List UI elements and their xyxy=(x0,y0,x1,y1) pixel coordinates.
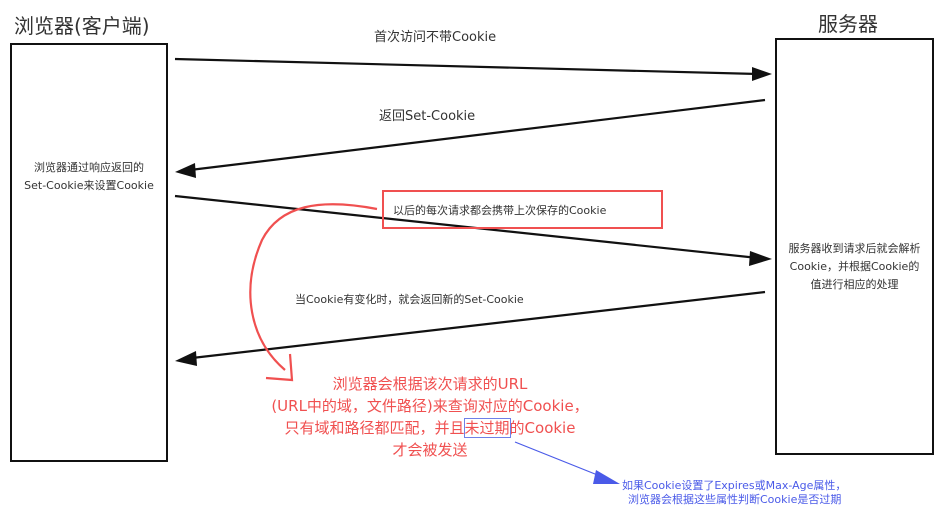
arrowhead-icon xyxy=(175,163,196,178)
server-box-text-line2: Cookie，并根据Cookie的 xyxy=(789,260,920,273)
arrow-label-set-cookie: 返回Set-Cookie xyxy=(379,109,476,124)
server-lifeline-box: 服务器收到请求后就会解析 Cookie，并根据Cookie的 值进行相应的处理 xyxy=(775,38,934,455)
red-annotation-line3-pre: 只有域和路径都匹配，并且 xyxy=(284,419,465,437)
red-annotation-line4: 才会被发送 xyxy=(392,441,468,459)
red-annotation: 浏览器会根据该次请求的URL (URL中的域，文件路径)来查询对应的Cookie… xyxy=(230,373,630,461)
server-title: 服务器 xyxy=(818,12,878,36)
client-box-text-line1: 浏览器通过响应返回的 xyxy=(34,161,144,174)
arrow-label-new-set-cookie: 当Cookie有变化时，就会返回新的Set-Cookie xyxy=(295,293,524,306)
red-annotation-line2: (URL中的域，文件路径)来查询对应的Cookie， xyxy=(271,397,589,415)
server-box-text-line3: 值进行相应的处理 xyxy=(810,278,899,291)
arrowhead-icon xyxy=(175,351,197,366)
highlight-box-subsequent-request xyxy=(382,190,663,229)
unexpired-highlight: 未过期 xyxy=(463,418,511,438)
red-annotation-line3: 只有域和路径都匹配，并且未过期的Cookie xyxy=(230,417,630,439)
blue-annotation-line2: 浏览器会根据这些属性判断Cookie是否过期 xyxy=(628,493,842,506)
arrowhead-icon xyxy=(752,67,772,81)
server-box-text-line1: 服务器收到请求后就会解析 xyxy=(788,242,921,255)
red-annotation-line3-post: 的Cookie xyxy=(509,419,576,437)
blue-arrowhead-icon xyxy=(593,470,620,484)
client-title: 浏览器(客户端) xyxy=(14,14,150,38)
blue-annotation: 如果Cookie设置了Expires或Max-Age属性， 浏览器会根据这些属性… xyxy=(622,479,846,507)
client-box-text-line2: Set-Cookie来设置Cookie xyxy=(24,179,154,192)
blue-annotation-line1: 如果Cookie设置了Expires或Max-Age属性， xyxy=(622,479,847,492)
client-box-text: 浏览器通过响应返回的 Set-Cookie来设置Cookie xyxy=(12,159,166,195)
arrow-label-subsequent-request: 以后的每次请求都会携带上次保存的Cookie xyxy=(393,204,607,217)
client-lifeline-box: 浏览器通过响应返回的 Set-Cookie来设置Cookie xyxy=(10,43,168,462)
arrowhead-icon xyxy=(749,251,772,266)
red-annotation-line1: 浏览器会根据该次请求的URL xyxy=(332,375,528,393)
arrow-label-first-request: 首次访问不带Cookie xyxy=(374,30,497,45)
arrow-first-request xyxy=(174,57,772,81)
server-box-text: 服务器收到请求后就会解析 Cookie，并根据Cookie的 值进行相应的处理 xyxy=(777,240,932,294)
